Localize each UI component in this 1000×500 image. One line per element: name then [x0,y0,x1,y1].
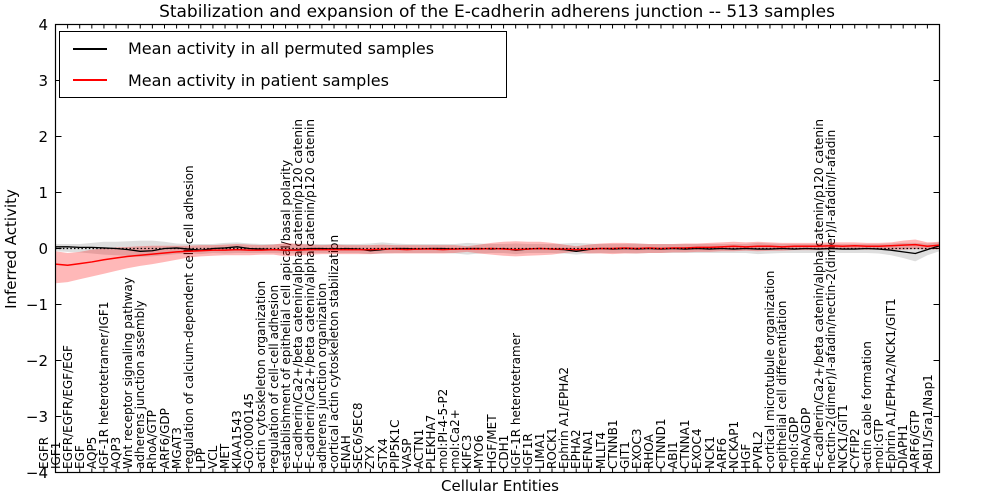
legend: Mean activity in all permuted samples Me… [59,31,507,98]
y-tick-label: −1 [25,295,48,314]
y-axis-title: Inferred Activity [2,189,20,309]
y-tick-label: 2 [38,127,48,146]
y-tick-label: −4 [25,463,48,482]
y-tick-label: 1 [38,183,48,202]
chart-title: Stabilization and expansion of the E-cad… [159,2,835,22]
legend-label-patient: Mean activity in patient samples [128,70,389,90]
legend-entry-patient: Mean activity in patient samples [60,65,506,95]
y-tick-label: 3 [38,71,48,90]
legend-line-swatch-red [73,79,107,82]
legend-entry-permuted: Mean activity in all permuted samples [60,34,506,64]
x-axis-title: Cellular Entities [441,477,559,495]
legend-line-swatch-black [73,47,107,50]
y-tick-label: −2 [25,351,48,370]
y-tick-label: 0 [38,239,48,258]
y-tick-label: −3 [25,407,48,426]
legend-label-permuted: Mean activity in all permuted samples [128,39,435,59]
y-tick-label: 4 [38,15,48,34]
